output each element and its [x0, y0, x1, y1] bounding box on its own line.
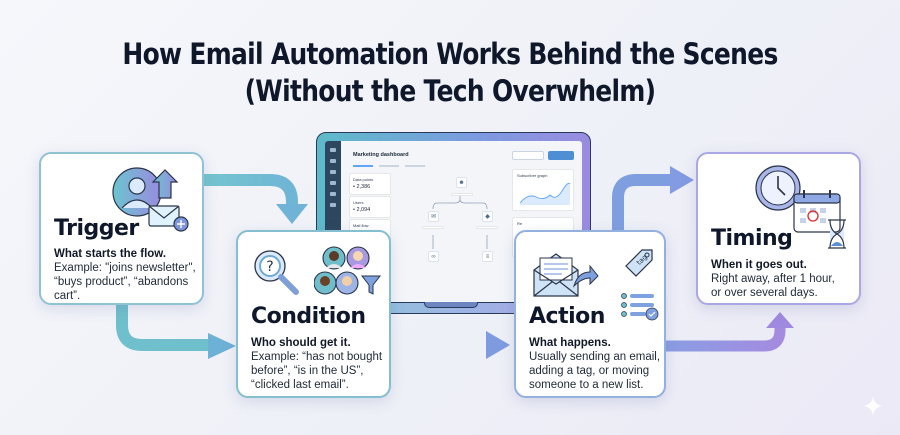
dashboard-title: Marketing dashboard — [353, 152, 409, 158]
user-node-icon: ☻ — [456, 177, 467, 188]
flow-label — [422, 226, 444, 229]
subscriber-graph: Subscriber graph — [512, 169, 574, 211]
tag-node-icon: ◆ — [482, 211, 493, 222]
svg-text:?: ? — [266, 259, 273, 275]
step-subtitle: What happens. — [529, 337, 611, 349]
step-subtitle: Who should get it. — [251, 337, 351, 349]
dashboard-dropdown — [512, 151, 544, 160]
stat-data-points: Data points • 2,386 — [349, 173, 391, 195]
audience-filter-icon — [314, 246, 382, 295]
step-description-line: Usually sending an email, — [529, 351, 661, 363]
stat-value: • 2,094 — [353, 207, 371, 213]
page-title: How Email Automation Works Behind the Sc… — [63, 36, 837, 110]
step-title: Timing — [711, 226, 793, 251]
step-description-line: “buys product”, “abandons — [54, 276, 189, 288]
step-description-line: cart”. — [54, 290, 81, 302]
dashboard-tabs — [353, 165, 425, 167]
step-description-line: “clicked last email”. — [251, 379, 349, 391]
flow-diagram — [432, 193, 488, 249]
step-description-line: Example: “has not bought — [251, 351, 383, 363]
tag-icon: tag — [625, 249, 653, 277]
step-title: Action — [529, 304, 605, 329]
step-description-line: someone to a new list. — [529, 379, 644, 391]
step-description-line: or over several days. — [711, 287, 818, 299]
clock-calendar-hourglass-icon — [755, 165, 846, 249]
step-description-line: Example: "joins newsletter", — [54, 262, 196, 274]
arrow-action-to-timing-top — [612, 166, 694, 235]
link-node-icon: ∞ — [428, 251, 439, 262]
arrow-condition-to-action — [390, 331, 510, 359]
step-description-line: adding a tag, or moving — [529, 365, 650, 377]
stat-label: Users — [353, 200, 364, 205]
step-card-trigger: Trigger What starts the flow. Example: "… — [39, 152, 204, 305]
list-check-icon — [621, 293, 659, 321]
stat-label: Data points — [353, 177, 374, 182]
step-card-condition: ? Condition Who should get it. Example: … — [236, 230, 391, 398]
step-description-line: before”, “is in the US”, — [251, 365, 364, 377]
panel-label: Re — [517, 221, 523, 226]
graph-title: Subscriber graph — [517, 173, 548, 178]
stat-users: Users • 2,094 — [349, 196, 391, 218]
arrow-trigger-to-condition-bottom — [116, 303, 236, 359]
stat-label: Mail flow — [353, 223, 369, 228]
step-card-action: tag Action What happens. Usually sending… — [514, 230, 666, 398]
list-node-icon: ≡ — [482, 251, 493, 262]
step-description-line: Right away, after 1 hour, — [711, 273, 835, 285]
step-title: Condition — [251, 304, 366, 329]
magnifier-question-icon: ? — [254, 250, 299, 295]
sparkle-icon — [863, 396, 883, 416]
step-subtitle: When it goes out. — [711, 259, 807, 271]
flow-label — [451, 193, 473, 196]
email-send-icon — [533, 253, 599, 297]
title-line-2: (Without the Tech Overwhelm) — [244, 74, 656, 108]
stat-value: • 2,386 — [353, 184, 371, 190]
laptop-notch — [424, 302, 478, 308]
flow-label — [476, 226, 498, 229]
email-node-icon: ✉ — [428, 211, 439, 222]
dashboard-button — [548, 151, 574, 160]
arrow-action-to-timing-bottom — [664, 312, 794, 352]
step-title: Trigger — [54, 216, 139, 241]
step-subtitle: What starts the flow. — [54, 248, 167, 260]
step-card-timing: Timing When it goes out. Right away, aft… — [696, 152, 861, 305]
user-upload-email-plus-icon — [112, 167, 189, 232]
title-line-1: How Email Automation Works Behind the Sc… — [122, 37, 778, 71]
arrow-trigger-to-condition-top — [202, 174, 308, 224]
